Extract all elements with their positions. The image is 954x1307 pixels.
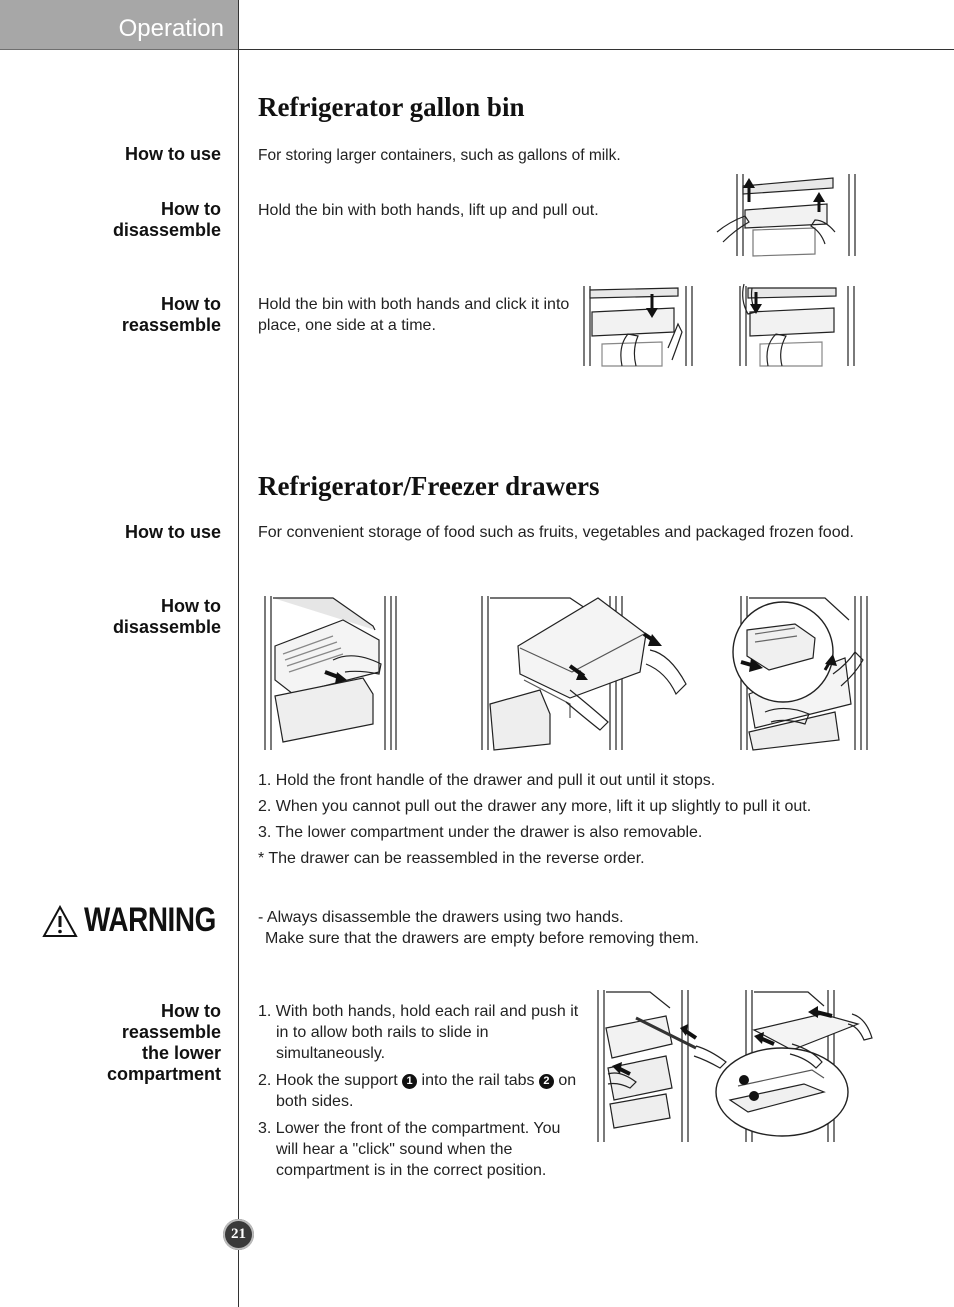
drawer-step-3: 3. The lower compartment under the drawe… [258,824,703,841]
gallon-bin-reassemble-text: Hold the bin with both hands and click i… [258,296,570,334]
drawer-remove-illustration [732,596,868,751]
rail-tab-number-badge: 2 [538,1074,554,1089]
header-rule [239,49,954,50]
lower-compartment-steps: 1. With both hands, hold each rail and p… [258,1001,580,1187]
page-number: 21 [223,1219,254,1250]
drawer-steps: 1. Hold the front handle of the drawer a… [258,770,898,874]
drawers-how-to-use-label: How to use [124,522,221,542]
gallon-bin-title: Refrigerator gallon bin [258,92,525,122]
gallon-bin-how-to-use-label: How to use [124,144,221,164]
warning-line-1: - Always disassemble the drawers using t… [258,909,624,926]
section-tab-label: Operation [118,15,224,42]
lower-step-3: 3. Lower the front of the compartment. Y… [258,1120,561,1179]
drawer-lift-illustration [481,596,687,751]
drawer-pull-illustration [264,596,397,750]
warning-label: WARNING [84,901,216,939]
drawer-step-1: 1. Hold the front handle of the drawer a… [258,772,716,789]
gallon-bin-lift-illustration [716,174,856,257]
section-tab: Operation [0,0,239,50]
gallon-bin-reassemble-right-illustration [739,283,855,367]
drawer-step-2: 2. When you cannot pull out the drawer a… [258,798,812,815]
support-hook-illustration [715,990,873,1142]
warning-text: - Always disassemble the drawers using t… [258,907,878,949]
gallon-bin-disassemble-label: How to disassemble [112,199,221,240]
lower-step-2: 2. Hook the support 1 into the rail tabs… [258,1072,577,1110]
drawers-how-to-use-text: For convenient storage of food such as f… [258,524,854,541]
gallon-bin-how-to-use-text: For storing larger containers, such as g… [258,147,621,164]
lower-compartment-label: How to reassemble the lower compartment [106,1001,221,1084]
column-divider [238,0,239,1307]
drawer-reassemble-note: * The drawer can be reassembled in the r… [258,850,645,867]
warning-triangle-icon [42,905,78,937]
support-number-badge: 1 [402,1074,418,1089]
gallon-bin-reassemble-label: How to reassemble [121,294,221,335]
gallon-bin-reassemble-left-illustration [583,286,693,367]
drawers-disassemble-label: How to disassemble [112,596,221,637]
gallon-bin-disassemble-text: Hold the bin with both hands, lift up an… [258,202,599,219]
warning-line-2: Make sure that the drawers are empty bef… [265,930,699,947]
lower-step-1: 1. With both hands, hold each rail and p… [258,1003,579,1062]
rail-push-illustration [597,990,727,1142]
drawers-title: Refrigerator/Freezer drawers [258,471,600,501]
